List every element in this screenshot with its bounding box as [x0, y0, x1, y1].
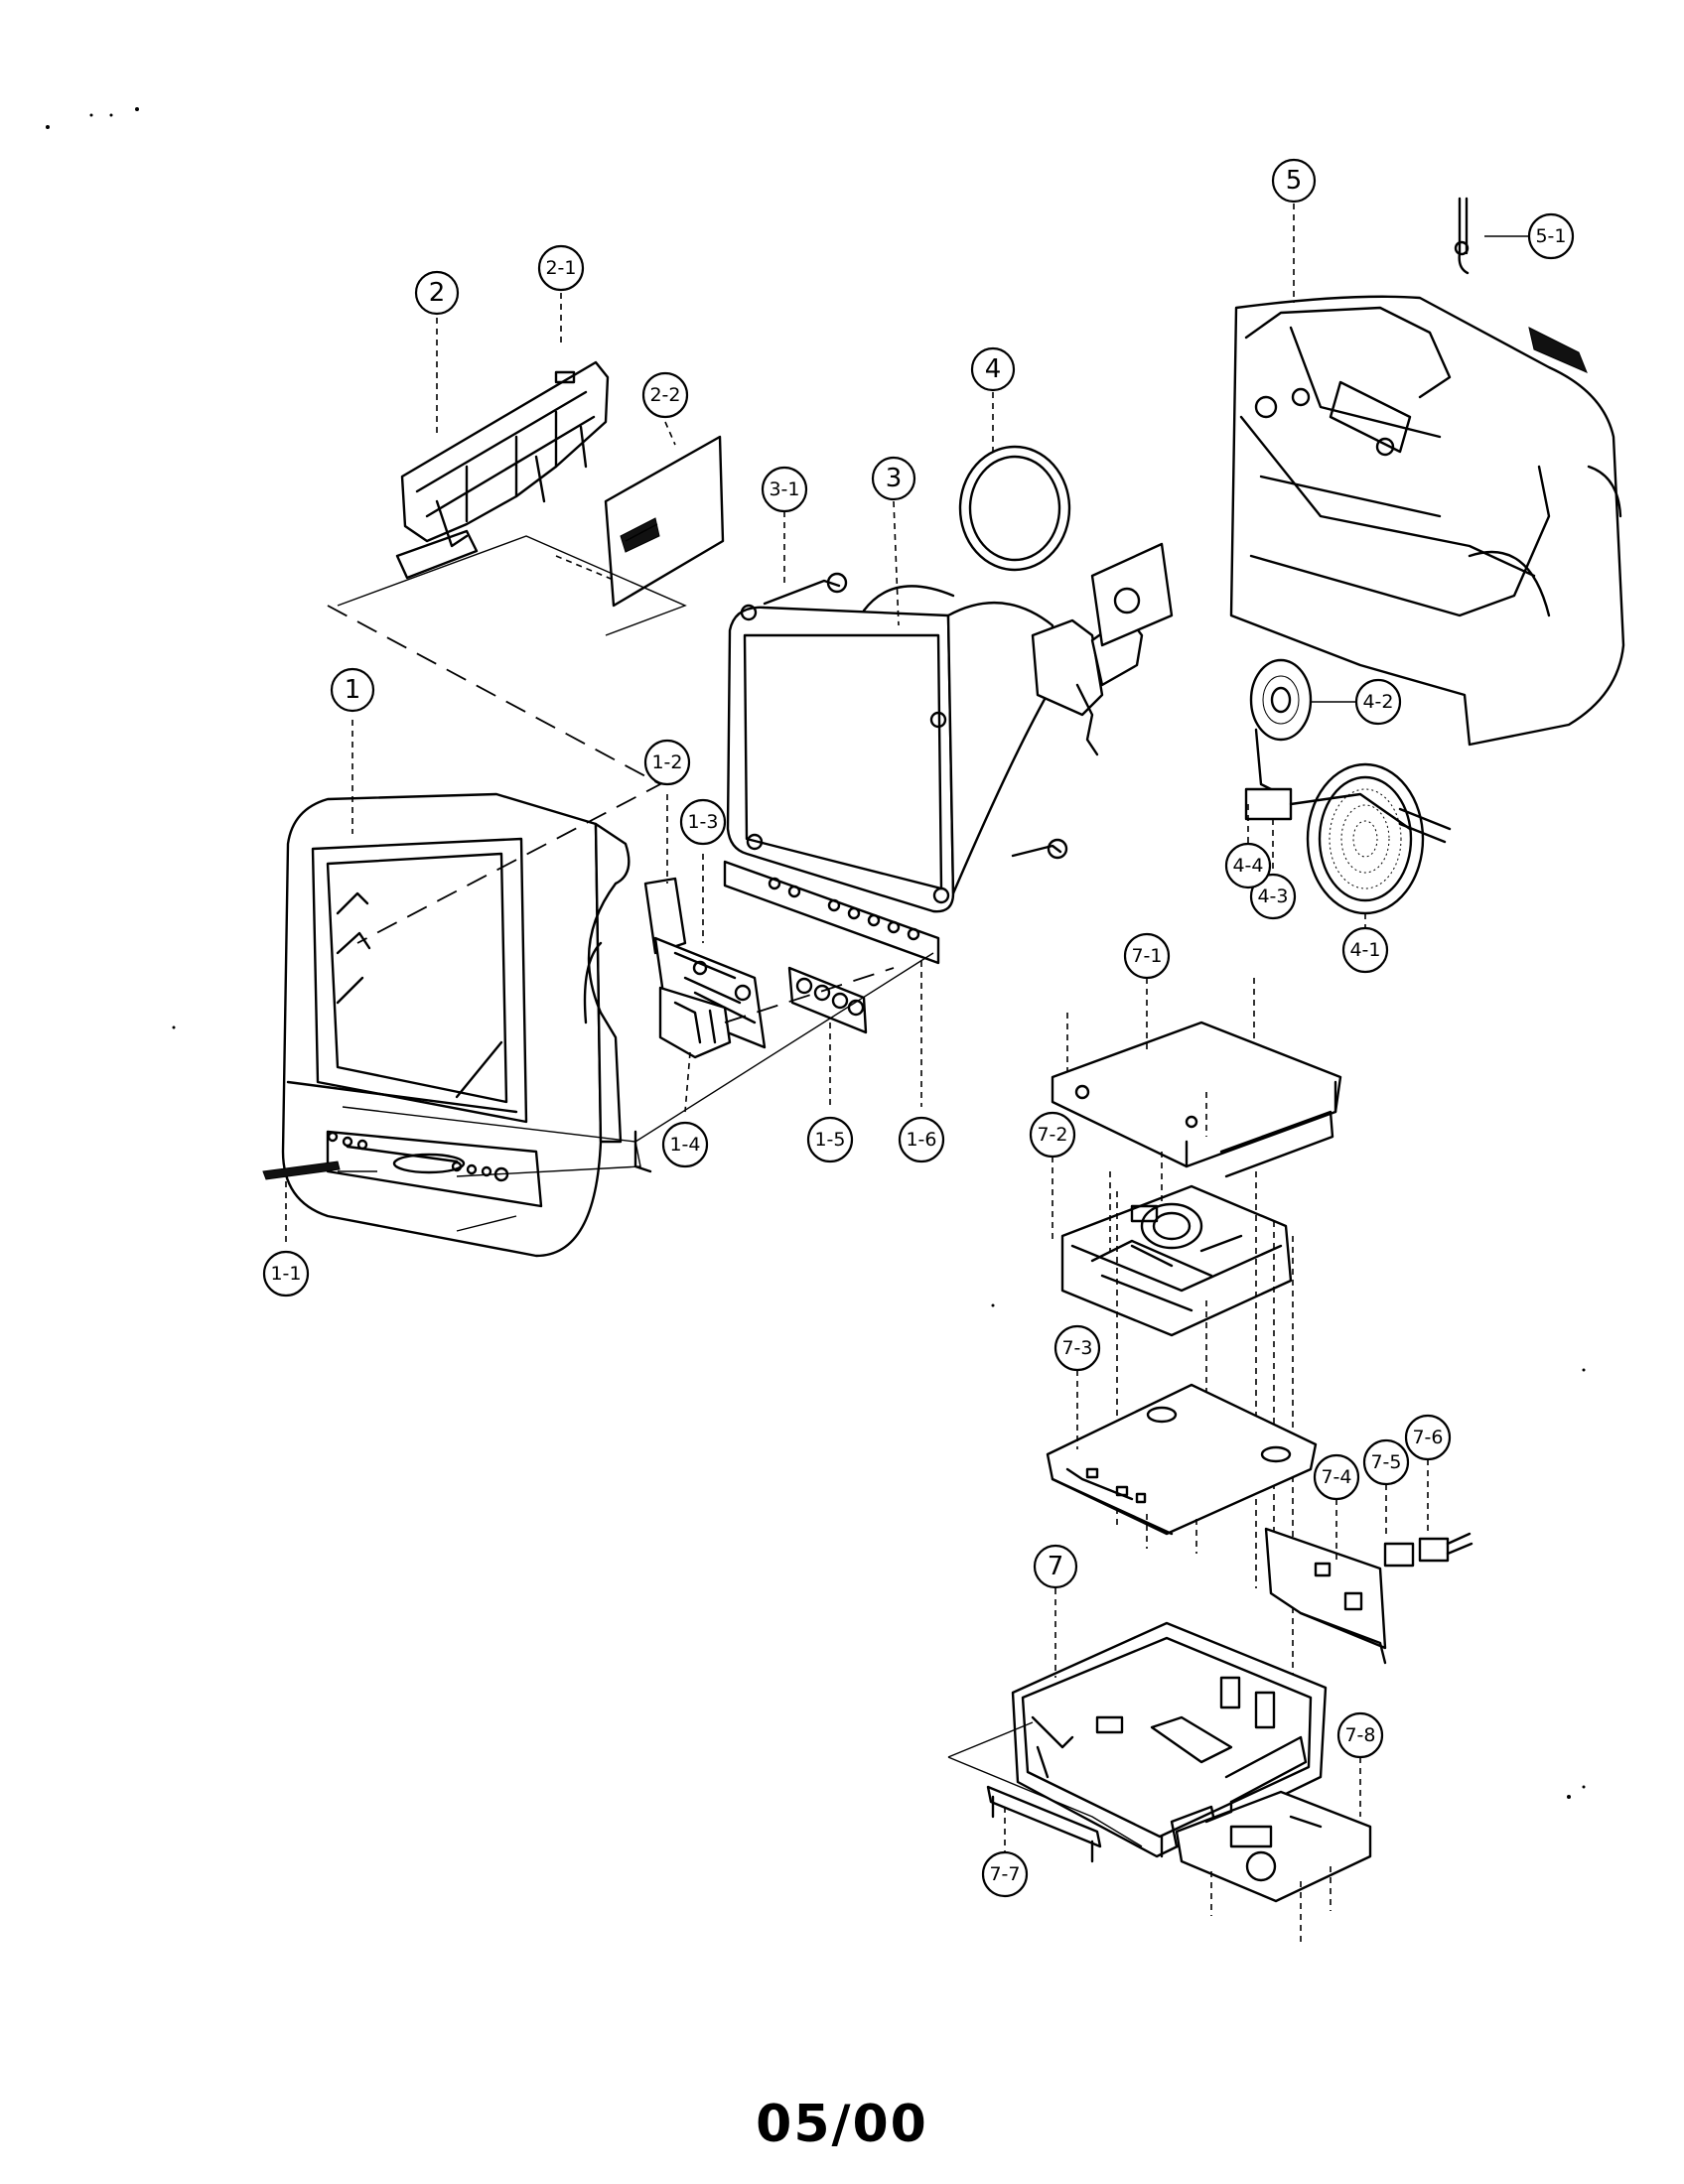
control-bracket-part-1-3 [643, 877, 767, 1059]
callout-7-2: 7-2 [1029, 1111, 1076, 1159]
svg-text:1-2: 1-2 [651, 751, 682, 773]
callout-1: 1 [330, 667, 375, 713]
callout-7-5: 7-5 [1362, 1438, 1410, 1486]
svg-text:5-1: 5-1 [1535, 225, 1566, 247]
degauss-ring-part-4 [958, 445, 1071, 572]
svg-text:7-2: 7-2 [1037, 1124, 1067, 1146]
callout-4-3: 4-3 [1249, 873, 1297, 920]
svg-text:1-4: 1-4 [669, 1134, 700, 1156]
crt-picture-tube-part-3 [726, 542, 1174, 913]
vcr-bottom-plate-part-7-8 [1175, 1790, 1372, 1903]
callout-1-2: 1-2 [643, 739, 691, 786]
svg-text:7-7: 7-7 [989, 1863, 1020, 1885]
callout-5: 5 [1271, 158, 1317, 204]
svg-text:4-3: 4-3 [1257, 886, 1288, 907]
svg-text:7: 7 [1048, 1552, 1064, 1581]
back-cabinet-part-5 [1229, 295, 1625, 747]
callout-1-1: 1-1 [262, 1250, 310, 1297]
callout-3: 3 [871, 456, 916, 501]
vcr-front-bracket-part-7-7 [986, 1785, 1102, 1863]
speaker-assembly [1244, 658, 1452, 915]
page-date-label: 05/00 [756, 2095, 928, 2154]
svg-text:7-1: 7-1 [1131, 945, 1162, 967]
svg-text:2: 2 [429, 278, 446, 308]
button-block-part-1-5 [787, 966, 868, 1034]
svg-text:7-4: 7-4 [1321, 1466, 1351, 1488]
scan-specks [46, 107, 139, 129]
svg-text:1-3: 1-3 [687, 811, 718, 833]
callout-3-1: 3-1 [761, 466, 808, 513]
callout-7-4: 7-4 [1313, 1453, 1360, 1501]
callout-1-6: 1-6 [898, 1116, 945, 1163]
chassis-bracket-part-2 [395, 360, 610, 580]
callout-1-4: 1-4 [661, 1121, 709, 1168]
vcr-top-cover-part-7-1 [1051, 1021, 1342, 1178]
svg-text:7-6: 7-6 [1412, 1427, 1443, 1448]
svg-text:1-6: 1-6 [906, 1129, 936, 1151]
callout-4-4: 4-4 [1224, 842, 1272, 889]
svg-text:5: 5 [1286, 166, 1303, 196]
callout-7-1: 7-1 [1123, 932, 1171, 980]
svg-text:7-8: 7-8 [1344, 1724, 1375, 1746]
vcr-deck-mechanism-part-7-2 [1060, 1184, 1293, 1337]
callout-5-1: 5-1 [1527, 212, 1575, 260]
callout-4: 4 [970, 346, 1016, 392]
svg-text:7-5: 7-5 [1370, 1451, 1401, 1473]
vcr-chassis-part-7 [1011, 1621, 1328, 1858]
svg-text:7-3: 7-3 [1061, 1337, 1092, 1359]
svg-text:1: 1 [345, 675, 361, 705]
small-connectors-part-7-5-7-6 [1383, 1532, 1474, 1568]
callout-1-3: 1-3 [679, 798, 727, 846]
svg-text:4-2: 4-2 [1362, 691, 1393, 713]
callout-4-2: 4-2 [1354, 678, 1402, 726]
svg-text:1-1: 1-1 [270, 1263, 301, 1285]
svg-text:3: 3 [886, 464, 903, 493]
svg-text:3-1: 3-1 [769, 478, 799, 500]
front-board-part-1-6 [723, 860, 940, 965]
callout-4-1: 4-1 [1341, 926, 1389, 974]
callout-2-1: 2-1 [537, 244, 585, 292]
callout-2: 2 [414, 270, 460, 316]
callout-7: 7 [1033, 1544, 1078, 1589]
power-cord-part-5-1 [1454, 197, 1470, 275]
circuit-board-part-2-2 [604, 435, 725, 608]
callout-7-7: 7-7 [981, 1850, 1029, 1898]
svg-text:1-5: 1-5 [814, 1129, 845, 1151]
svg-text:4-1: 4-1 [1349, 939, 1380, 961]
callout-2-2: 2-2 [641, 371, 689, 419]
front-cabinet-part-1 [281, 792, 652, 1258]
svg-text:4: 4 [985, 354, 1002, 384]
callout-7-6: 7-6 [1404, 1414, 1452, 1461]
callout-7-3: 7-3 [1053, 1324, 1101, 1372]
vcr-main-board-part-7-3 [1046, 1383, 1318, 1536]
svg-text:2-1: 2-1 [545, 257, 576, 279]
svg-text:4-4: 4-4 [1232, 855, 1263, 877]
callout-7-8: 7-8 [1336, 1711, 1384, 1759]
vcr-side-bracket-part-7-4 [1264, 1527, 1387, 1665]
callout-1-5: 1-5 [806, 1116, 854, 1163]
part-1-1 [262, 1160, 341, 1180]
svg-text:2-2: 2-2 [649, 384, 680, 406]
